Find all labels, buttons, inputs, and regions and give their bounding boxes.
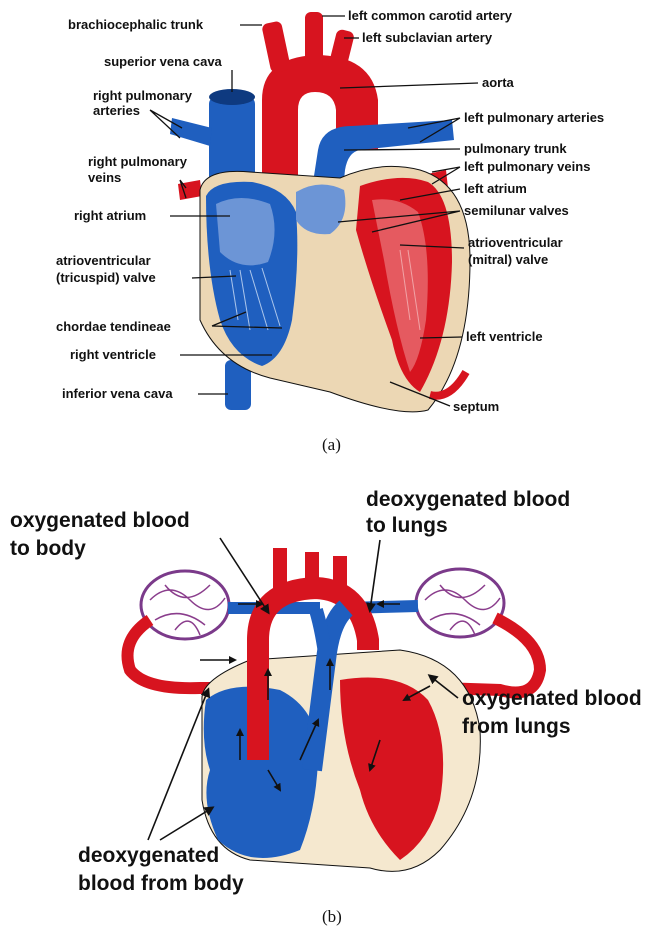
label-mitral-valve-1: atrioventricular (468, 235, 563, 250)
label-right-atrium: right atrium (74, 208, 146, 223)
label-oxy-from-lungs-1: oxygenated blood (462, 687, 642, 710)
label-oxy-to-body-2: to body (10, 537, 86, 560)
label-left-ventricle: left ventricle (466, 329, 543, 344)
caption-b: (b) (322, 907, 342, 926)
right-lung-capillary-net (416, 569, 504, 637)
label-oxy-from-lungs-2: from lungs (462, 715, 571, 738)
label-right-ventricle: right ventricle (70, 347, 156, 362)
label-mitral-valve-2: (mitral) valve (468, 252, 548, 267)
label-brachiocephalic-trunk: brachiocephalic trunk (68, 17, 204, 32)
label-deoxy-to-lungs-2: to lungs (366, 514, 448, 537)
label-aorta: aorta (482, 75, 515, 90)
label-left-atrium: left atrium (464, 181, 527, 196)
label-left-common-carotid: left common carotid artery (348, 8, 513, 23)
brachiocephalic-trunk-shape (261, 20, 291, 73)
label-pulmonary-trunk: pulmonary trunk (464, 141, 567, 156)
label-left-pulmonary-veins: left pulmonary veins (464, 159, 590, 174)
label-deoxy-from-body-2: blood from body (78, 872, 244, 895)
label-left-pulmonary-arteries: left pulmonary arteries (464, 110, 604, 125)
label-septum: septum (453, 399, 499, 414)
label-superior-vena-cava: superior vena cava (104, 54, 223, 69)
caption-a: (a) (322, 435, 341, 454)
label-tricuspid-valve-1: atrioventricular (56, 253, 151, 268)
label-deoxy-to-lungs-1: deoxygenated blood (366, 488, 570, 511)
left-lung-capillary-net (141, 571, 229, 639)
label-right-pulmonary-arteries-1: right pulmonary (93, 88, 193, 103)
panel-a-heart-anatomy (170, 12, 470, 412)
label-deoxy-from-body-1: deoxygenated (78, 844, 219, 867)
label-right-pulmonary-veins-2: veins (88, 170, 121, 185)
left-common-carotid-shape (305, 12, 323, 64)
label-tricuspid-valve-2: (tricuspid) valve (56, 270, 156, 285)
label-oxy-to-body-1: oxygenated blood (10, 509, 190, 532)
label-chordae-tendineae: chordae tendineae (56, 319, 171, 334)
right-pulmonary-arteries-shape (170, 118, 212, 146)
label-right-pulmonary-veins-1: right pulmonary (88, 154, 188, 169)
label-right-pulmonary-arteries-2: arteries (93, 103, 140, 118)
label-left-subclavian: left subclavian artery (362, 30, 493, 45)
label-semilunar-valves: semilunar valves (464, 203, 569, 218)
label-inferior-vena-cava: inferior vena cava (62, 386, 173, 401)
